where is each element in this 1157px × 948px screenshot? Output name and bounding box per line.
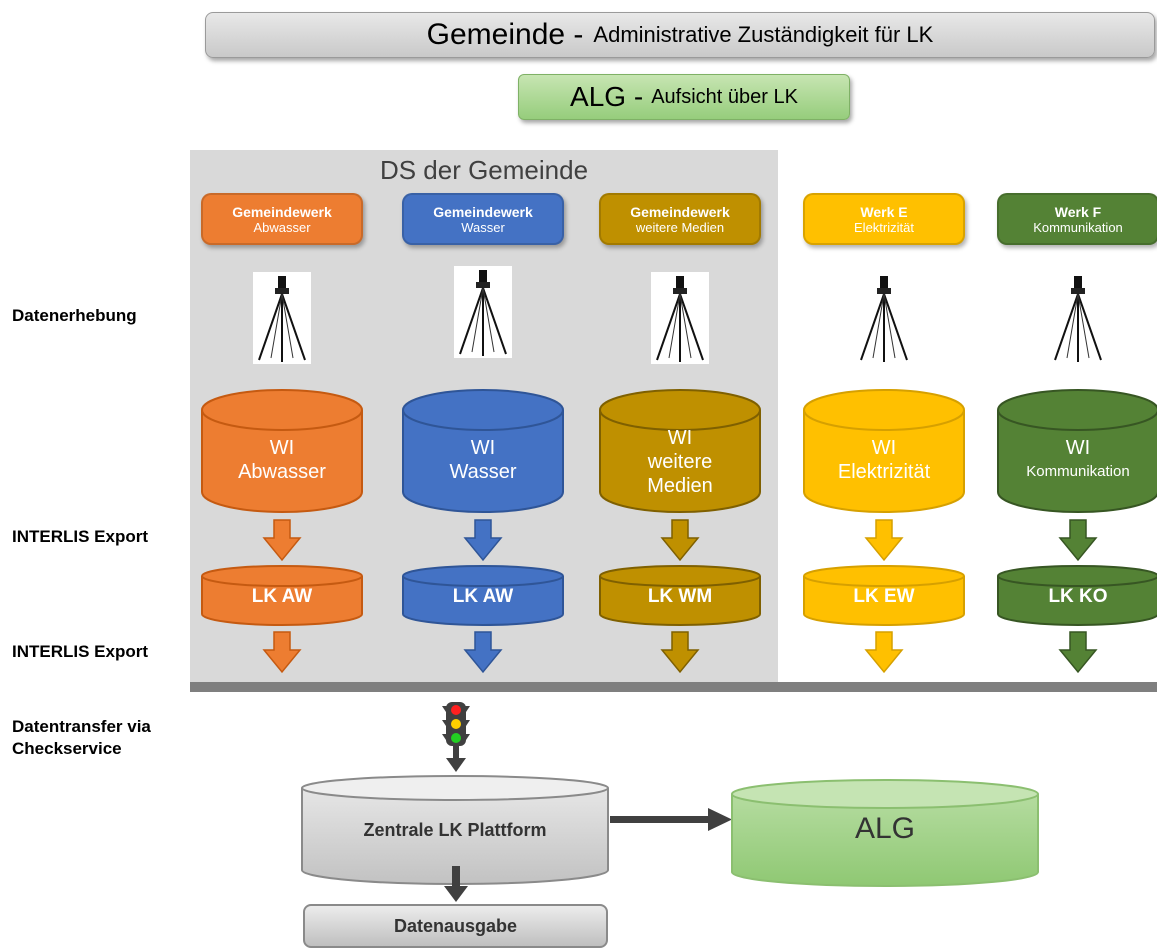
wi-label-line: Kommunikation (1026, 463, 1130, 480)
label-datenerhebung: Datenerhebung (12, 306, 137, 325)
wi-label-line: WI (871, 437, 897, 459)
werk-title: Gemeindewerk (630, 203, 730, 220)
wi-database-label: WI Kommunikation (996, 436, 1157, 484)
lk-database-label: LK WM (647, 586, 713, 607)
zentrale-lk-plattform-db: Zentrale LK Plattform (300, 774, 610, 886)
down-arrow-icon (864, 631, 904, 674)
label-interlis-export-2: INTERLIS Export (12, 642, 149, 661)
lk-database: LK AW (401, 564, 565, 628)
werk-title: Gemeindewerk (232, 203, 332, 220)
wi-label-line: Medien (647, 475, 713, 497)
alg-banner-subtitle: Aufsicht über LK (651, 85, 798, 108)
wi-label-line: WI (667, 427, 693, 449)
lk-database-label: LK AW (452, 586, 514, 607)
tripod-icon (253, 272, 311, 364)
werk-title: Gemeindewerk (433, 203, 533, 220)
tripod-icon (1054, 276, 1102, 362)
wi-label-line: WI (1065, 437, 1091, 459)
wi-label-line: WI (269, 437, 295, 459)
gemeinde-banner-title: Gemeinde - (426, 18, 584, 51)
tripod-icon (860, 276, 908, 362)
tripod-icon (651, 272, 709, 364)
werk-title: Werk F (1054, 203, 1102, 220)
zentrale-lk-plattform-label: Zentrale LK Plattform (363, 820, 547, 840)
down-arrow-icon (463, 631, 503, 674)
gemeinde-banner-subtitle: Administrative Zuständigkeit für LK (593, 22, 934, 47)
wi-label-line: Elektrizität (837, 461, 931, 483)
lk-database: LK KO (996, 564, 1157, 628)
alg-banner: ALG - Aufsicht über LK (518, 74, 850, 120)
lk-database-label: LK EW (853, 586, 915, 607)
down-arrow-icon (463, 519, 503, 562)
wi-label-line: weitere (647, 451, 713, 473)
label-datentransfer: Datentransfer via Checkservice (12, 716, 151, 760)
transfer-bar (190, 682, 1157, 692)
werk-subtitle: Abwasser (253, 219, 311, 235)
down-arrow-icon (1058, 631, 1098, 674)
alg-banner-title: ALG - (570, 81, 644, 112)
wi-label-line: Wasser (449, 461, 517, 483)
werk-subtitle: Elektrizität (854, 219, 914, 235)
datenausgabe-label: Datenausgabe (393, 915, 518, 936)
werk-subtitle: weitere Medien (635, 219, 725, 235)
arrow-to-datenausgabe-icon (444, 866, 468, 902)
lk-database-label: LK KO (1048, 586, 1108, 607)
down-arrow-icon (1058, 519, 1098, 562)
wi-label-line: Abwasser (238, 461, 326, 483)
ds-gemeinde-title: DS der Gemeinde (379, 155, 589, 185)
down-arrow-icon (864, 519, 904, 562)
label-datentransfer-line2: Checkservice (12, 739, 122, 758)
werk-title: Werk E (860, 203, 908, 220)
gemeinde-banner: Gemeinde - Administrative Zuständigkeit … (205, 12, 1155, 58)
down-arrow-icon (262, 631, 302, 674)
traffic-light-icon (442, 702, 470, 772)
werk-subtitle: Wasser (461, 219, 505, 235)
down-arrow-icon (660, 631, 700, 674)
datenausgabe-box: Datenausgabe (303, 904, 608, 948)
arrow-to-alg-icon (610, 808, 732, 831)
label-datentransfer-line1: Datentransfer via (12, 717, 151, 736)
down-arrow-icon (660, 519, 700, 562)
alg-db-label: ALG (854, 812, 916, 845)
alg-db: ALG (730, 778, 1040, 890)
down-arrow-icon (262, 519, 302, 562)
wi-database: WI Kommunikation (996, 388, 1157, 514)
werk-subtitle: Kommunikation (1033, 219, 1123, 235)
wi-label-line: WI (470, 437, 496, 459)
lk-database: LK EW (802, 564, 966, 628)
lk-database: LK AW (200, 564, 364, 628)
lk-database: LK WM (598, 564, 762, 628)
lk-database-label: LK AW (251, 586, 313, 607)
label-interlis-export-1: INTERLIS Export (12, 527, 149, 546)
tripod-icon (454, 266, 512, 358)
